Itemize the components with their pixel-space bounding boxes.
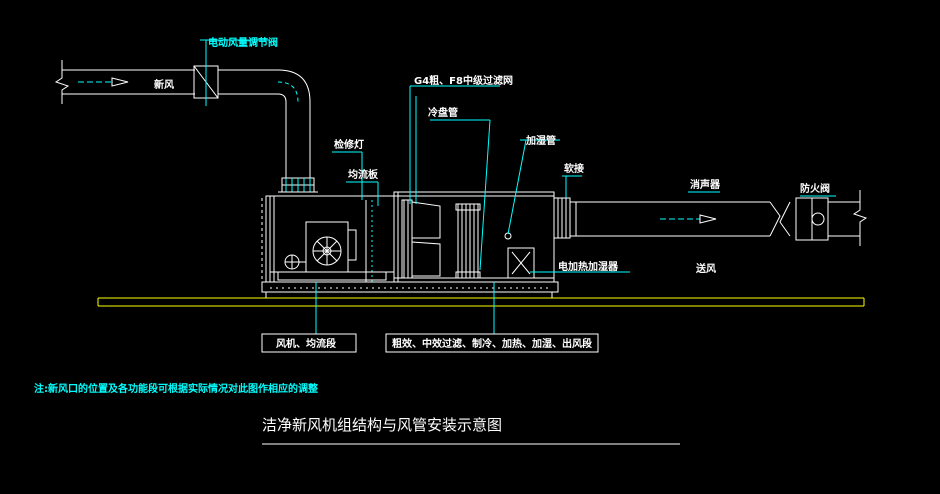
label-soft-joint: 软接 bbox=[564, 162, 584, 175]
label-box-sections: 粗效、中效过滤、制冷、加热、加湿、出风段 bbox=[392, 337, 592, 350]
label-cooling-coil: 冷盘管 bbox=[428, 106, 458, 119]
label-filters: G4粗、F8中级过滤网 bbox=[414, 74, 513, 87]
inlet-duct bbox=[54, 39, 318, 193]
diagram-title: 洁净新风机组结构与风管安装示意图 bbox=[262, 416, 502, 434]
label-silencer: 消声器 bbox=[690, 178, 721, 191]
label-fire-damper: 防火阀 bbox=[800, 182, 830, 195]
label-damper: 电动风量调节阀 bbox=[208, 36, 278, 49]
leaders bbox=[261, 85, 836, 353]
ahu-unit bbox=[261, 191, 555, 283]
label-fresh-air: 新风 bbox=[154, 78, 174, 91]
note-text: 注:新风口的位置及各功能段可根据实际情况对此图作相应的调整 bbox=[34, 382, 318, 395]
label-humidifier-pipe: 加湿管 bbox=[525, 134, 556, 147]
label-lamp: 检修灯 bbox=[334, 138, 364, 151]
label-heater: 电加热加湿器 bbox=[558, 260, 619, 273]
floor bbox=[97, 281, 865, 307]
outlet-duct bbox=[553, 190, 868, 246]
label-box-fan: 风机、均流段 bbox=[276, 337, 336, 350]
label-supply-air: 送风 bbox=[695, 262, 716, 275]
label-equalizer: 均流板 bbox=[348, 168, 379, 181]
